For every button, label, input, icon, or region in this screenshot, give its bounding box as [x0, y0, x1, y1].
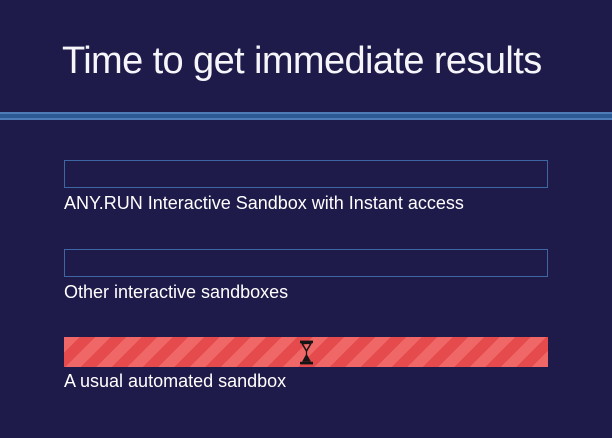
bar-anyrun-instant: [64, 160, 548, 188]
bar-other-label: Other interactive sandboxes: [64, 282, 289, 302]
hourglass-icon: [299, 340, 313, 364]
bar-automated-sandbox: [64, 337, 548, 367]
page-title: Time to get immediate results: [62, 40, 542, 82]
bar-anyrun-label: ANY.RUN Interactive Sandbox with Instant…: [64, 193, 464, 213]
divider-line: [0, 112, 612, 120]
bar-automated-label: A usual automated sandbox: [64, 371, 287, 391]
bar-other-interactive: [64, 249, 548, 277]
